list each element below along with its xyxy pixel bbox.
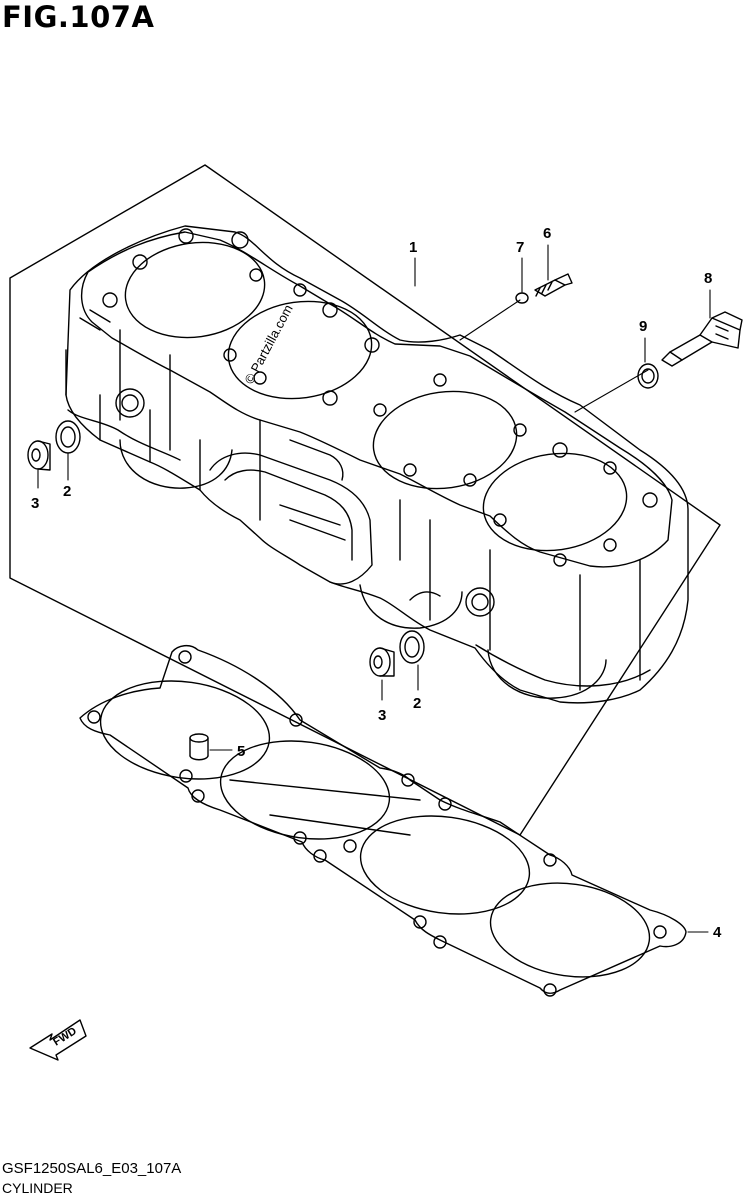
dowel-pin-part-5 [189,733,209,761]
callout-1: 1 [409,239,417,256]
callout-4: 4 [713,924,722,941]
drain-plug-lower [369,647,395,677]
washer-left [55,420,81,454]
washer-lower [399,630,425,664]
assembly-boundary [9,164,721,836]
plug-part-6 [534,273,573,297]
figure-code: GSF1250SAL6_E03_107A [2,1160,182,1177]
callout-9: 9 [639,318,647,335]
callout-7: 7 [516,239,524,256]
head-gasket [79,645,687,997]
callout-6: 6 [543,225,551,242]
sensor-part-8 [661,311,743,367]
figure-title: FIG.107A [2,0,155,34]
figure-name: CYLINDER [2,1180,73,1196]
callout-2-left: 2 [63,483,71,500]
callout-3-left: 3 [31,495,39,512]
callout-8: 8 [704,270,712,287]
fwd-arrow-icon: FWD [29,1019,87,1061]
callout-3-lower: 3 [378,707,386,724]
drain-plug-left [27,440,51,471]
washer-part-9 [637,363,659,389]
callout-5: 5 [237,743,245,760]
cylinder-block [65,225,689,704]
callout-2-lower: 2 [413,695,421,712]
o-ring-part-7 [515,292,529,304]
fwd-label: FWD [51,1025,79,1048]
leader-lines [37,244,711,933]
